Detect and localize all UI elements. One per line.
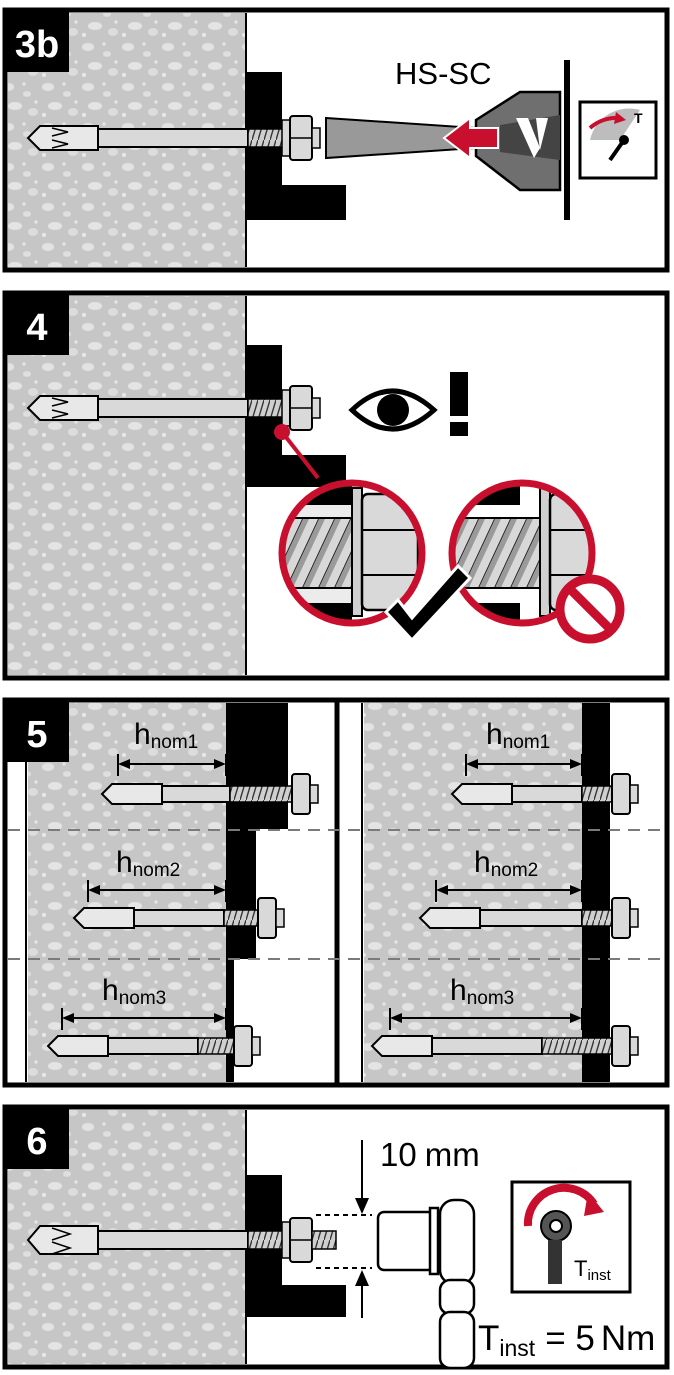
ratchet-gauge-icon: T: [578, 100, 658, 180]
eye-icon: [348, 388, 438, 432]
depth-label-3: hnom3: [102, 974, 166, 1009]
depth-label-1: hnom1: [134, 718, 198, 753]
dimension-arrow: [61, 754, 227, 1030]
anchor-bolt: [46, 1025, 261, 1067]
anchor-bolt: [100, 773, 319, 815]
torque-icon-label: Tinst: [574, 1256, 612, 1284]
prohibited-icon: [555, 574, 625, 644]
depth-label-1: hnom1: [486, 718, 550, 753]
anchor-bolt: [418, 897, 639, 939]
socket-wrench: [376, 1198, 476, 1370]
dimension-arrow: [389, 754, 583, 1030]
torque-wrench-icon: [510, 1180, 632, 1294]
step-badge: 3b: [5, 10, 69, 72]
depth-label-3: hnom3: [450, 974, 514, 1009]
step-4-panel: 4: [2, 290, 670, 681]
svg-text:T: T: [634, 110, 643, 126]
step-badge: 4: [5, 293, 69, 355]
anchor-bolt: [370, 1025, 639, 1067]
setting-tool-icon: [325, 60, 570, 220]
anchor-bolt: [72, 897, 285, 939]
depth-label-2: hnom2: [116, 846, 180, 881]
anchor-bolt: [26, 385, 321, 431]
incorrect-setting-magnifier: [448, 479, 596, 627]
step-badge: 6: [5, 1107, 69, 1169]
tool-label: HS-SC: [395, 56, 491, 91]
clearance-dimension: [316, 1140, 372, 1318]
anchor-bolt: [450, 773, 639, 815]
step-5-panel: hnom1 hnom2 hnom3 hnom1 hnom2 hnom3 5: [2, 697, 670, 1088]
check-icon: [383, 563, 473, 643]
exclamation-icon: [450, 372, 468, 436]
depth-label-2: hnom2: [474, 846, 538, 881]
step-3b-panel: HS-SC T 3b: [2, 7, 670, 273]
anchor-bolt: [26, 1217, 337, 1263]
step-number: 5: [26, 714, 47, 756]
step-number: 6: [26, 1121, 47, 1163]
step-number: 4: [26, 307, 47, 349]
anchor-bolt: [26, 115, 321, 161]
step-number: 3b: [15, 24, 59, 66]
step-badge: 5: [5, 700, 69, 762]
